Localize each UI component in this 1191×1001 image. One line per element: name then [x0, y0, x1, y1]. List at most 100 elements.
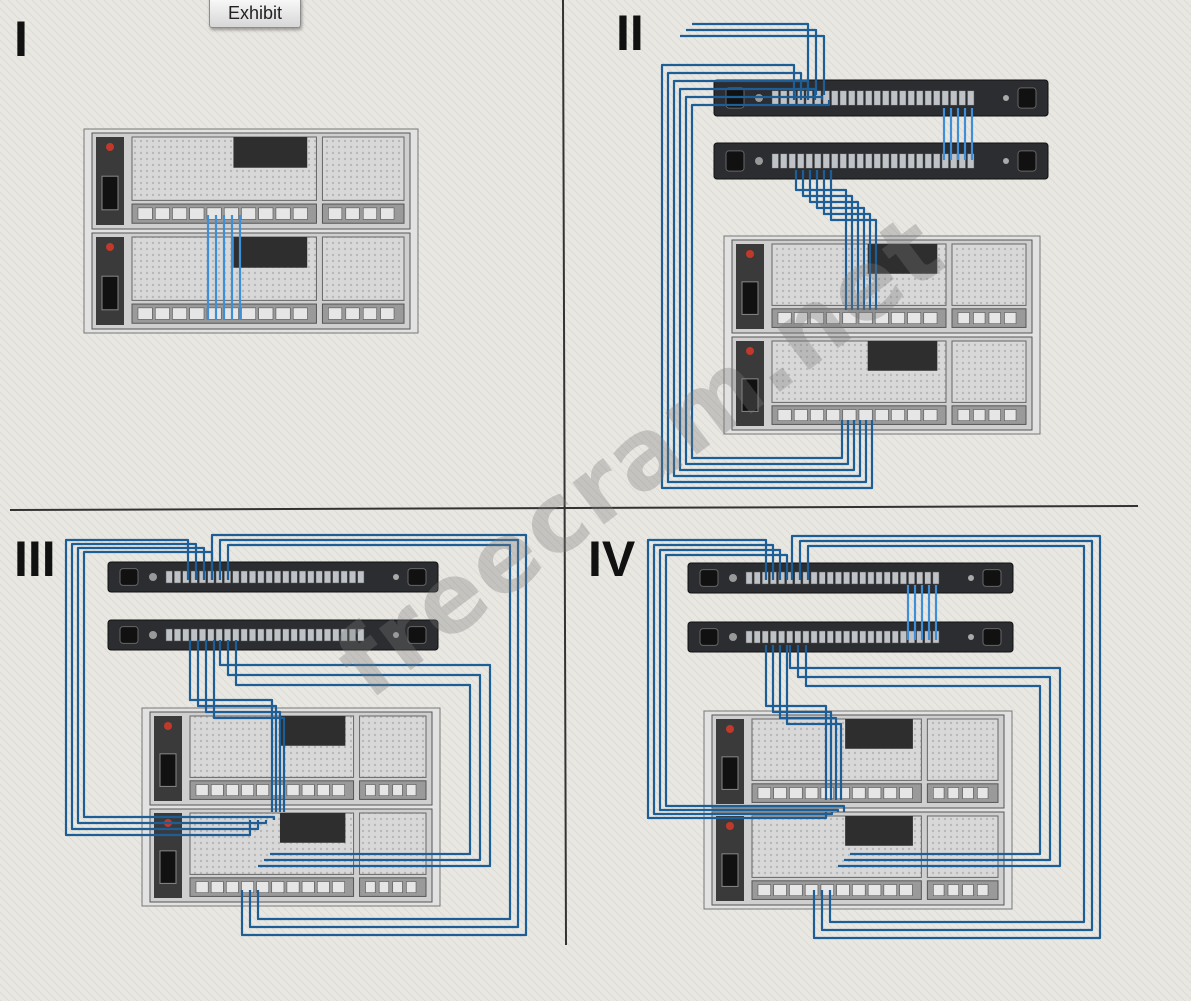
switch-port — [924, 630, 932, 644]
node-port — [195, 784, 209, 796]
switch-port — [899, 153, 907, 169]
switch-port — [770, 630, 777, 644]
expansion-port — [957, 409, 970, 421]
quadrant-label-ii: II — [616, 5, 644, 61]
node-port — [271, 881, 285, 893]
power-inlet — [721, 756, 739, 790]
expansion-module — [321, 236, 405, 301]
switch-port — [899, 90, 907, 106]
switch-port — [873, 90, 881, 106]
switch-port — [967, 90, 975, 106]
power-inlet — [982, 569, 1002, 587]
switch-port — [883, 571, 891, 585]
node-port — [210, 784, 224, 796]
switch-port — [818, 630, 826, 644]
switch-port — [794, 630, 802, 644]
switch-port — [324, 570, 331, 584]
node-port — [874, 312, 889, 324]
expansion-port — [406, 881, 417, 893]
network-cable — [70, 542, 260, 831]
network-cable — [76, 546, 268, 825]
expansion-port — [933, 884, 945, 896]
switch-unit — [107, 619, 439, 651]
status-led — [106, 143, 114, 151]
node-port — [777, 409, 792, 421]
expansion-port — [392, 881, 403, 893]
power-inlet — [407, 568, 427, 586]
node-port — [226, 881, 239, 893]
network-cable — [798, 539, 1094, 932]
power-inlet — [1017, 87, 1037, 109]
switch-port — [207, 628, 215, 642]
switch-port — [875, 571, 883, 585]
switch-port — [822, 153, 830, 169]
network-cable — [218, 538, 520, 929]
switch-port — [315, 570, 323, 584]
network-cable — [218, 640, 492, 868]
switch-unit — [713, 142, 1049, 180]
expansion-port — [362, 207, 377, 220]
node-port — [206, 207, 222, 220]
expansion-port — [962, 884, 974, 896]
node-port — [826, 409, 841, 421]
status-led — [968, 634, 974, 640]
server-node — [731, 336, 1033, 431]
network-cable — [646, 538, 828, 820]
switch-unit — [687, 562, 1014, 594]
switch-unit — [687, 621, 1014, 653]
switch-port — [357, 628, 365, 642]
network-cable — [822, 170, 872, 310]
network-cable — [234, 640, 472, 856]
switch-chassis — [107, 561, 439, 593]
node-port — [899, 787, 913, 799]
switch-port — [814, 153, 822, 169]
node-port — [210, 881, 224, 893]
expansion-port — [933, 787, 945, 799]
network-cable — [778, 645, 838, 800]
switch-port — [865, 90, 873, 106]
status-led — [1003, 95, 1009, 101]
expansion-port — [977, 884, 989, 896]
expansion-port — [380, 307, 395, 320]
network-cable — [196, 640, 278, 812]
expansion-module — [951, 340, 1027, 403]
node-port — [241, 784, 254, 796]
status-led — [726, 725, 734, 733]
switch-port — [916, 571, 923, 585]
expansion-port — [362, 307, 377, 320]
quadrant-label-iii: III — [14, 531, 56, 587]
switch-port — [349, 628, 356, 642]
switch-port — [848, 90, 856, 106]
switch-port — [199, 570, 206, 584]
power-inlet — [982, 628, 1002, 646]
switch-port — [802, 630, 810, 644]
expansion-port — [977, 787, 989, 799]
switch-port — [848, 153, 856, 169]
expansion-port — [345, 307, 360, 320]
switch-port — [950, 90, 958, 106]
expansion-port — [365, 784, 376, 796]
node-port — [867, 787, 882, 799]
network-cable — [212, 640, 286, 812]
switch-port — [349, 570, 356, 584]
network-cable — [815, 170, 866, 310]
switch-port — [174, 570, 181, 584]
expansion-port — [406, 784, 417, 796]
switch-port — [856, 90, 864, 106]
network-cable — [801, 170, 854, 310]
switch-port — [771, 153, 779, 169]
switch-port — [875, 630, 883, 644]
switch-port — [873, 153, 881, 169]
switch-port — [835, 571, 842, 585]
switch-port — [958, 153, 966, 169]
node-port — [154, 307, 170, 320]
network-cable — [210, 533, 528, 937]
switch-port — [908, 630, 915, 644]
switch-port — [340, 628, 348, 642]
exhibit-button[interactable]: Exhibit — [209, 0, 301, 28]
expansion-module — [359, 715, 427, 778]
switch-port — [867, 571, 875, 585]
status-led — [726, 822, 734, 830]
node-port — [874, 409, 889, 421]
